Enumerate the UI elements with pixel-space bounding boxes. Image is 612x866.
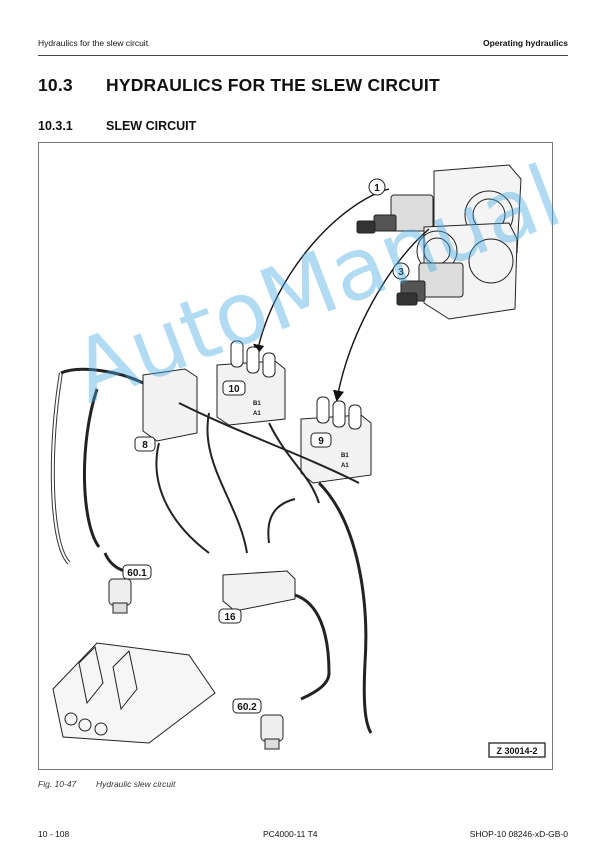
subsection-number: 10.3.1 <box>38 119 73 133</box>
figure-ref-id: Z 30014-2 <box>496 746 537 756</box>
port-label-b1-valve9: B1 <box>341 453 349 459</box>
hydraulic-diagram: 1 3 10 9 8 16 60.1 60.2 B1 A1 B1 A1 Z 30… <box>50 164 546 758</box>
footer-page-number: 10 - 108 <box>38 829 70 839</box>
figure-number: Fig. 10-47 <box>38 779 77 789</box>
arrow-motor1-to-valve10 <box>253 188 390 356</box>
callout-60-2: 60.2 <box>237 702 257 713</box>
running-header-right: Operating hydraulics <box>482 38 568 48</box>
callout-1: 1 <box>374 183 380 194</box>
figure-caption: Fig. 10-47 Hydraulic slew circuit <box>38 779 175 789</box>
distribution-block-8 <box>142 368 198 442</box>
figure-frame: 1 3 10 9 8 16 60.1 60.2 B1 A1 B1 A1 Z 30… <box>38 142 553 770</box>
callout-16: 16 <box>224 612 236 623</box>
arrow-motor3-to-valve9 <box>332 228 430 402</box>
header-rule <box>38 55 568 56</box>
figure-ref-box <box>488 742 546 758</box>
section-number: 10.3 <box>38 75 73 95</box>
valve-block-10 <box>216 340 286 426</box>
brake-cylinder-60-1 <box>108 578 132 614</box>
callout-3: 3 <box>398 267 404 278</box>
valve-block-9 <box>300 396 372 484</box>
port-label-a1-valve9: A1 <box>341 463 349 469</box>
slew-gearbox-lower <box>396 222 518 320</box>
running-header-left: Hydraulics for the slew circuit <box>38 38 149 48</box>
undercarriage-frame <box>52 642 216 744</box>
port-label-a1-valve10: A1 <box>253 411 261 417</box>
footer-model: PC4000-11 T4 <box>263 829 318 839</box>
subsection-title: SLEW CIRCUIT <box>106 119 197 133</box>
callout-8: 8 <box>142 440 148 451</box>
brake-cylinder-60-2 <box>260 714 284 750</box>
footer-document-id: SHOP-10 08246-xD-GB-0 <box>469 829 568 839</box>
section-title: HYDRAULICS FOR THE SLEW CIRCUIT <box>106 75 440 95</box>
distribution-block-16 <box>222 570 296 612</box>
callout-10: 10 <box>228 384 240 395</box>
section-heading: 10.3 HYDRAULICS FOR THE SLEW CIRCUIT <box>38 75 440 96</box>
subsection-heading: 10.3.1 SLEW CIRCUIT <box>38 119 196 133</box>
callout-60-1: 60.1 <box>127 568 147 579</box>
port-label-b1-valve10: B1 <box>253 401 261 407</box>
callout-9: 9 <box>318 436 324 447</box>
figure-caption-text: Hydraulic slew circuit <box>96 779 176 789</box>
hose-left-outer <box>50 372 71 565</box>
